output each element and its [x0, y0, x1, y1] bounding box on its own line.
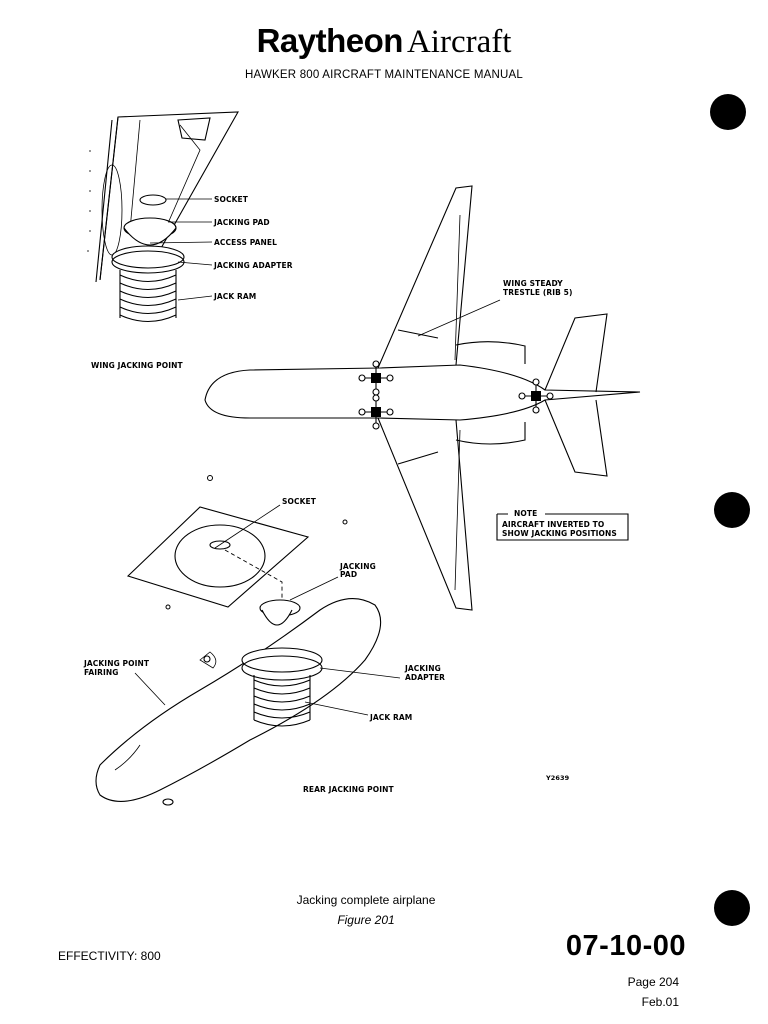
page-number: Page 204: [627, 975, 679, 989]
callout-jacking-adapter: JACKING ADAPTER: [214, 261, 293, 270]
callout-trestle-rib: TRESTLE (RIB 5): [503, 288, 573, 297]
rear-jacking-detail: [95, 504, 401, 806]
binder-hole-middle: [714, 492, 750, 528]
callout-jacking-pad: JACKING PAD: [214, 218, 270, 227]
drawing-reference: Y2639: [546, 774, 570, 782]
brand-word: Aircraft: [406, 24, 512, 60]
rear-jack-point: [518, 378, 554, 414]
figure-number: Figure 201: [337, 913, 395, 927]
callout-rear-jacking-pad-1: JACKING: [340, 562, 376, 571]
manual-title: HAWKER 800 AIRCRAFT MAINTENANCE MANUAL: [245, 69, 523, 81]
rear-jacking-point-title: REAR JACKING POINT: [303, 785, 394, 794]
callout-rear-jack-ram: JACK RAM: [370, 713, 413, 722]
binder-hole-top: [710, 94, 746, 130]
wing-jack-point-2: [358, 394, 394, 430]
callout-access-panel: ACCESS PANEL: [214, 238, 278, 247]
callout-rear-socket: SOCKET: [282, 497, 316, 506]
callout-jack-ram: JACK RAM: [214, 292, 257, 301]
callout-rear-jacking-pad-2: PAD: [340, 570, 358, 579]
binder-hole-bottom: [714, 890, 750, 926]
note-line-1: AIRCRAFT INVERTED TO: [502, 520, 605, 529]
callout-fairing-2: FAIRING: [84, 668, 119, 677]
wing-jack-point-1: [358, 360, 394, 396]
callout-fairing-1: JACKING POINT: [84, 659, 150, 668]
callout-socket: SOCKET: [214, 195, 248, 204]
callout-wing-steady: WING STEADY: [503, 279, 563, 288]
callout-rear-adapter-1: JACKING: [405, 664, 441, 673]
note-line-2: SHOW JACKING POSITIONS: [502, 529, 617, 538]
page-date: Feb.01: [641, 995, 679, 1009]
callout-rear-adapter-2: ADAPTER: [405, 673, 446, 682]
figure-caption: Jacking complete airplane: [296, 893, 436, 907]
section-number: 07-10-00: [565, 930, 686, 962]
brand-logo: Raytheon: [256, 22, 404, 59]
wing-jacking-detail: [87, 111, 239, 323]
airplane-planform: [204, 185, 641, 611]
effectivity: EFFECTIVITY: 800: [58, 949, 161, 963]
note-heading: NOTE: [512, 509, 540, 518]
wing-jacking-point-title: WING JACKING POINT: [91, 361, 183, 370]
